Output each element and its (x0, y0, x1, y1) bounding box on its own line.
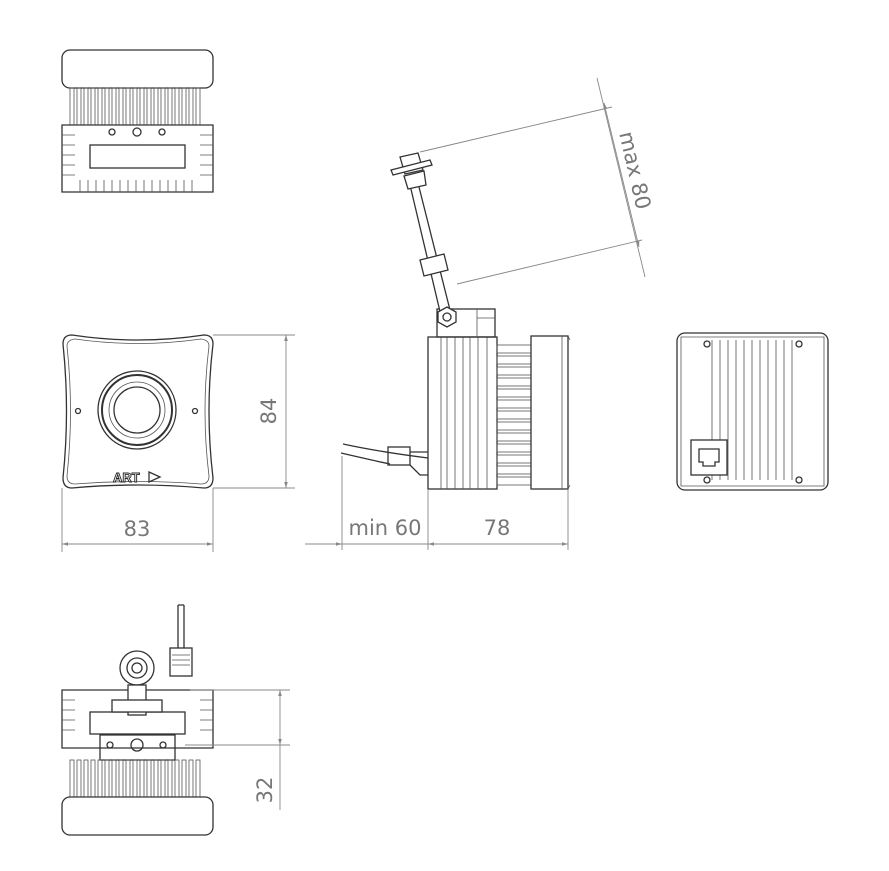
heatsink-fin (496, 366, 532, 376)
dimension-max-80: max 80 (419, 77, 655, 285)
heatsink-fin (118, 759, 124, 798)
heatsink-fin (167, 87, 173, 126)
heatsink-fin (160, 87, 166, 126)
heatsink-fin (90, 759, 96, 798)
lens (113, 386, 161, 434)
heatsink-fin (118, 87, 124, 126)
heatsink-fin (496, 355, 532, 365)
heatsink-fin (174, 87, 180, 126)
heatsink-fin (195, 87, 201, 126)
heatsink-fin (160, 759, 166, 798)
heatsink-fin (188, 759, 194, 798)
heatsink-fin (111, 759, 117, 798)
heatsink-fin (496, 377, 532, 387)
heatsink-fin (76, 759, 82, 798)
heatsink-fin (69, 759, 75, 798)
dim-depth: 78 (484, 516, 511, 540)
heatsink-fin (181, 759, 187, 798)
dim-width: 83 (124, 517, 151, 541)
heatsink-fin (139, 87, 145, 126)
heatsink-fin (496, 476, 532, 486)
heatsink-fin (111, 87, 117, 126)
heatsink-fin (496, 421, 532, 431)
heatsink-fin (496, 399, 532, 409)
front-view: ART (62, 334, 214, 489)
heatsink-fin (132, 759, 138, 798)
side-view (340, 152, 571, 490)
heatsink-fin (125, 759, 131, 798)
heatsink-fin (496, 443, 532, 453)
screw-icon (191, 407, 199, 415)
heatsink-fin (104, 759, 110, 798)
heatsink-fin (104, 87, 110, 126)
heatsink-fin (146, 759, 152, 798)
heatsink-fin (496, 454, 532, 464)
heatsink-fin (125, 87, 131, 126)
heatsink-fin (188, 87, 194, 126)
heatsink-fin (174, 759, 180, 798)
heatsink-fin (496, 465, 532, 475)
top-view (61, 49, 214, 193)
logo-text: ART (113, 470, 140, 485)
screw-icon (74, 407, 82, 415)
heatsink-fin (97, 87, 103, 126)
dim-cable-clearance: min 60 (349, 516, 422, 540)
heatsink-fin (76, 87, 82, 126)
dim-height: 84 (257, 398, 281, 425)
heatsink-fin (496, 344, 532, 354)
dimension-83: 83 (61, 488, 214, 552)
bottom-view (61, 604, 214, 836)
dimension-84: 84 (213, 334, 295, 489)
lens-ring-outer (97, 370, 177, 450)
heatsink-fin (195, 759, 201, 798)
back-view (676, 332, 829, 491)
heatsink-fin (167, 759, 173, 798)
heatsink-fin (90, 87, 96, 126)
heatsink-fin (139, 759, 145, 798)
play-arrow-icon (148, 470, 162, 484)
heatsink-fin (153, 759, 159, 798)
heatsink-fin (97, 759, 103, 798)
heatsink-fin (146, 87, 152, 126)
heatsink-fin (496, 432, 532, 442)
heatsink-fin (132, 87, 138, 126)
ethernet-port-icon (690, 439, 728, 476)
heatsink-fin (83, 87, 89, 126)
heatsink-fin (69, 87, 75, 126)
heatsink-fin (83, 759, 89, 798)
dimension-32: 32 (185, 689, 290, 810)
heatsink-fin (496, 388, 532, 398)
heatsink-fin (153, 87, 159, 126)
dim-bracket-height: 32 (253, 777, 277, 804)
dimension-side: min 60 78 (305, 456, 569, 550)
heatsink-fin (181, 87, 187, 126)
heatsink-fin (496, 410, 532, 420)
